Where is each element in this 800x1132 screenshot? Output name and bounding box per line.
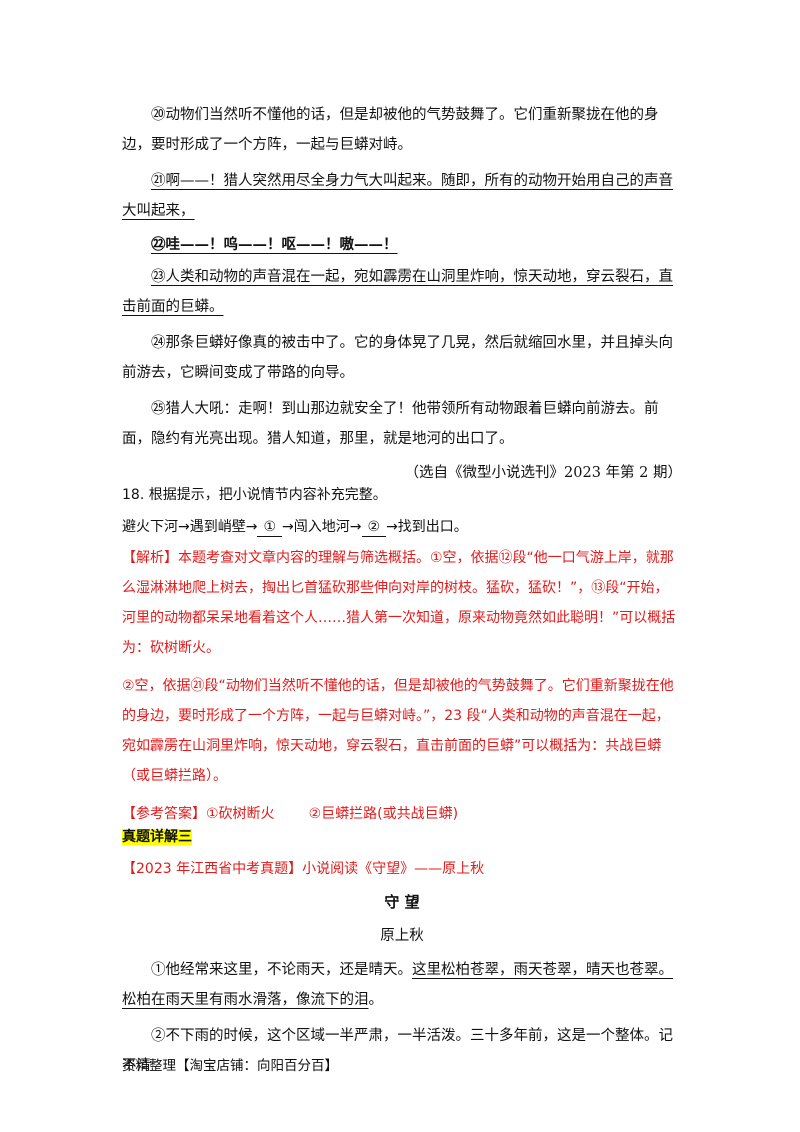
section-header: 真题详解三 【2023 年江西省中考真题】小说阅读《守望》——原上秋 [122,822,682,884]
paragraph-25: ㉕猎人大吼：走啊！到山那边就安全了！他带领所有动物跟着巨蟒向前游去。前面，隐约有… [122,401,659,447]
story2-paragraph-2: ②不下雨的时候，这个区域一半严肃，一半活泼。三十多年前，这是一个整体。记不清 [122,1028,673,1074]
exam-title: 【2023 年江西省中考真题】小说阅读《守望》——原上秋 [122,861,485,877]
question-stem: 18. 根据提示，把小说情节内容补充完整。 [122,487,387,503]
story-part-1: ⑳动物们当然听不懂他的话，但是却被他的气势鼓舞了。它们重新聚拢在他的身边，要时形… [122,100,682,488]
paragraph-23: ㉓人类和动物的声音混在一起，宛如霹雳在山洞里炸响，惊天动地，穿云裂石，直击前面的… [122,269,673,315]
paragraph-24: ㉔那条巨蟒好像真的被击中了。它的身体晃了几晃，然后就缩回水里，并且掉头向前游去，… [122,335,673,381]
analysis-block: 【解析】本题考查对文章内容的理解与筛选概括。①空，依据⑫段“他一口气游上岸，就那… [122,543,682,829]
analysis-paragraph-2: ②空，依据㉑段“动物们当然听不懂他的话，但是却被他的气势鼓舞了。它们重新聚拢在他… [122,678,674,784]
plot-sequence: 避火下河→遇到峭壁→①→闯入地河→②→找到出口。 [122,518,468,537]
story2-paragraph-1: ①他经常来这里，不论雨天，还是晴天。这里松柏苍翠，雨天苍翠，晴天也苍翠。松柏在雨… [122,962,673,1008]
answer-blank-2: ② [361,518,387,537]
story-part-2: 守 望 原上秋 ①他经常来这里，不论雨天，还是晴天。这里松柏苍翠，雨天苍翠，晴天… [122,887,682,1081]
page-footer: 资料整理【淘宝店铺：向阳百分百】 [122,1058,338,1074]
analysis-paragraph-1: 【解析】本题考查对文章内容的理解与筛选概括。①空，依据⑫段“他一口气游上岸，就那… [122,550,676,656]
paragraph-20: ⑳动物们当然听不懂他的话，但是却被他的气势鼓舞了。它们重新聚拢在他的身边，要时形… [122,107,659,153]
paragraph-21: ㉑啊——！猎人突然用尽全身力气大叫起来。随即，所有的动物开始用自己的声音大叫起来… [122,173,673,219]
answer-blank-1: ① [257,518,283,537]
question-18: 18. 根据提示，把小说情节内容补充完整。 避火下河→遇到峭壁→①→闯入地河→②… [122,480,682,542]
story-author: 原上秋 [380,928,424,944]
source-citation: （选自《微型小说选刊》2023 年第 2 期） [404,465,682,481]
story-title: 守 望 [384,893,420,911]
section-heading: 真题详解三 [122,829,192,845]
paragraph-22: ㉒哇——！呜——！呕——！嗷——！ [151,236,398,253]
